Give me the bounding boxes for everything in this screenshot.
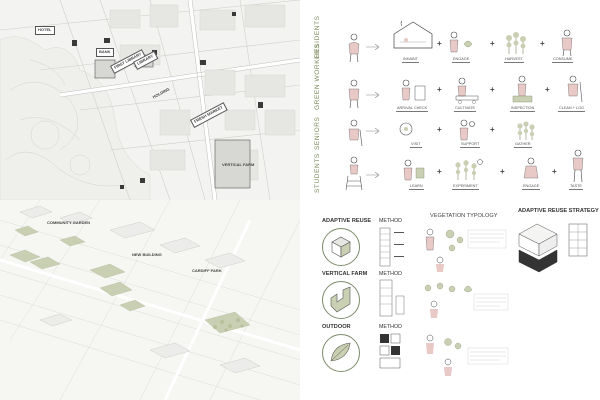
plus-sign: + — [490, 39, 495, 48]
vertical-farm-method-icon — [379, 279, 405, 317]
adaptive-reuse-strategy-title: ADAPTIVE REUSE STRATEGY — [518, 208, 599, 214]
axonometric-map: COMMUNITY GARDEN NEW BUILDING CARDIFF PA… — [0, 199, 301, 400]
cultivate-figure-icon — [455, 77, 479, 104]
taste-figure-icon — [572, 149, 584, 182]
method-label: METHOD — [379, 324, 402, 330]
step-engage-students: ENGAGE — [522, 184, 541, 190]
stair-building-icon — [330, 286, 351, 313]
vegetation-typology-row-3 — [426, 334, 509, 376]
vegetation-typology-title: VEGETATION TYPOLOGY — [430, 213, 498, 219]
vertical-farm-circle — [322, 281, 360, 319]
map-label-vertical-farm: VERTICAL FARM — [222, 162, 255, 167]
arrival-check-icon — [401, 79, 426, 101]
method-label: METHOD — [379, 271, 402, 277]
resident-figure-icon — [348, 33, 360, 62]
shelf-structure-icon — [568, 223, 588, 257]
map-label-cardiff-park: CARDIFF PARK — [192, 268, 222, 273]
step-clean-log: CLEAN + LOG — [558, 106, 586, 112]
consume-figure-icon — [561, 29, 573, 56]
inspection-figure-icon — [512, 75, 533, 103]
step-harvest: HARVEST — [504, 57, 524, 63]
method-label: METHOD — [379, 218, 402, 224]
outdoor-title: OUTDOOR — [322, 324, 351, 330]
map-label-community-garden: COMMUNITY GARDEN — [47, 220, 91, 225]
vegetation-typology-row-1 — [425, 228, 507, 272]
plus-sign: + — [437, 167, 442, 176]
outdoor-method-icon — [379, 333, 401, 369]
step-arrival-check: ARRIVAL CHECK — [396, 106, 429, 112]
site-plan-map: HOTEL BANK FIRST LIBRARY LIBRARY HOLDING… — [0, 0, 301, 201]
step-inhabit: INHABIT — [402, 57, 419, 63]
gather-plants-icon — [517, 121, 535, 140]
arrow-icon — [366, 128, 380, 134]
plus-sign: + — [490, 125, 495, 134]
visit-seed-icon — [399, 122, 413, 136]
axonometric-drawing — [0, 199, 301, 400]
plus-sign: + — [437, 125, 442, 134]
step-cultivate: CULTIVATE — [454, 106, 477, 112]
role-students: STUDENTS — [314, 153, 321, 193]
plus-sign: + — [545, 85, 550, 94]
plus-sign: + — [540, 39, 545, 48]
step-taste: TASTE — [569, 184, 583, 190]
outdoor-circle — [322, 334, 360, 372]
plus-sign: + — [500, 167, 505, 176]
plus-sign: + — [437, 85, 442, 94]
arrow-icon — [366, 172, 380, 178]
role-seniors: SENIORS — [314, 116, 321, 150]
adaptive-reuse-title: ADAPTIVE REUSE — [322, 218, 372, 224]
step-learn: LEARN — [409, 184, 424, 190]
green-worker-figure-icon — [348, 79, 360, 108]
leaf-icon — [330, 342, 351, 362]
learn-figure-icon — [403, 159, 425, 181]
arrow-icon — [366, 92, 380, 98]
engage-figure-icon — [449, 31, 473, 53]
adaptive-reuse-method-icon — [379, 227, 404, 267]
engage-student-icon — [523, 157, 539, 179]
plus-sign: + — [552, 167, 557, 176]
clean-log-figure-icon — [567, 75, 583, 103]
step-consume: CONSUME — [552, 57, 574, 63]
adaptive-reuse-axo-icon — [518, 223, 558, 273]
map-label-new-building: NEW BUILDING — [132, 252, 162, 257]
harvest-plants-icon — [506, 32, 526, 54]
step-engage: ENGAGE — [452, 57, 471, 63]
step-experiment: EXPERIMENT — [452, 184, 479, 190]
house-icon — [393, 20, 433, 49]
vegetation-typology-row-2 — [424, 282, 509, 318]
map-label-hotel: HOTEL — [35, 26, 55, 35]
senior-figure-icon — [348, 119, 363, 146]
map-label-bank: BANK — [96, 48, 114, 57]
experiment-plants-icon — [455, 159, 483, 180]
panel-divider — [300, 0, 310, 400]
plus-sign: + — [437, 39, 442, 48]
support-figure-icon — [459, 119, 475, 141]
student-ladder-icon — [345, 156, 363, 190]
vertical-farm-title: VERTICAL FARM — [322, 271, 368, 277]
site-plan-drawing — [0, 0, 301, 201]
plus-sign: + — [490, 85, 495, 94]
step-support: SUPPORT — [460, 142, 481, 148]
step-visit: VISIT — [410, 142, 422, 148]
step-inspection: INSPECTION — [510, 106, 536, 112]
role-green-workers: GREEN WORKERS — [314, 43, 321, 110]
adaptive-reuse-circle — [322, 228, 360, 266]
arrow-icon — [366, 44, 380, 50]
step-gather: GATHER — [514, 142, 532, 148]
box-building-icon — [331, 236, 351, 258]
